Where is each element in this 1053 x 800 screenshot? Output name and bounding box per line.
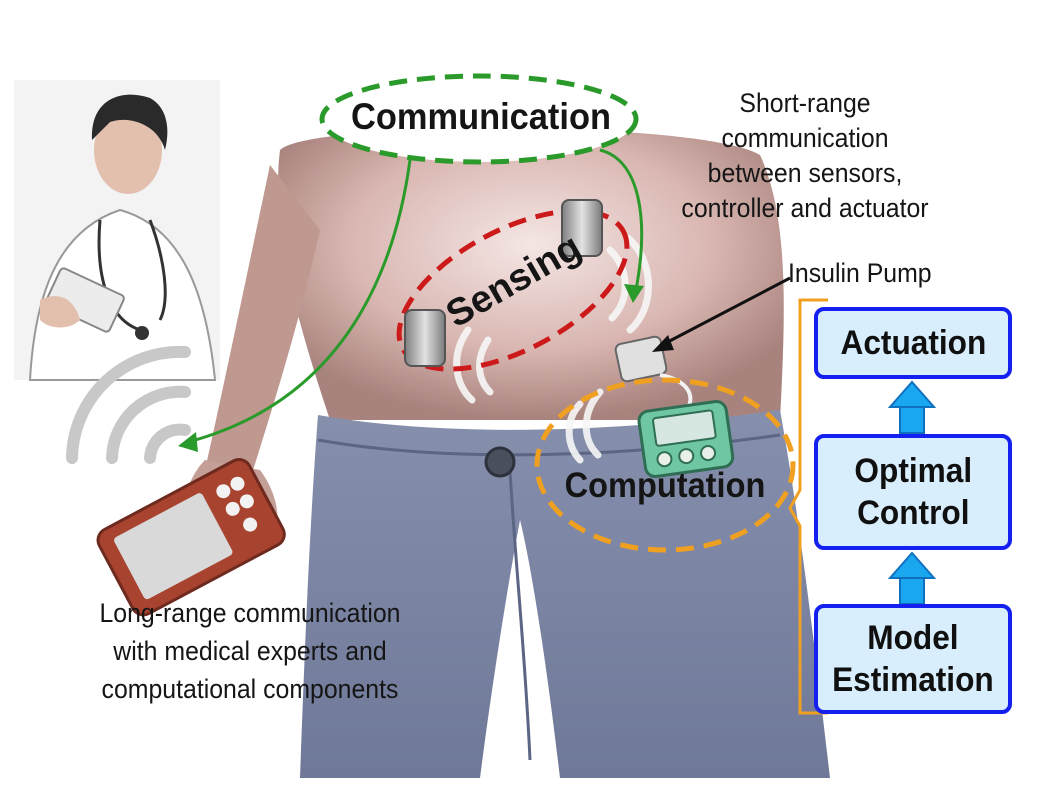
computation-region [534,377,796,553]
sensor-left [404,309,446,367]
short-range-line: Short-range [739,88,871,118]
long-range-line: Long-range communication [99,598,401,628]
model-estimation-block: Model Estimation [814,604,1012,714]
arrowhead-to-phone [178,432,198,452]
insulin-pump-label: Insulin Pump [788,258,932,288]
computation-label: Computation [564,466,766,505]
communication-label: Communication [351,96,611,137]
communication-arrows [187,148,644,444]
phone-device [96,458,286,617]
long-range-line: computational components [101,674,399,704]
controller-device [637,400,735,479]
fly-seam [508,469,532,761]
actuation-block: Actuation [814,307,1012,379]
left-arm [205,165,320,480]
short-range-line: communication [721,123,889,153]
insulin-pump-arrowhead [652,335,674,352]
short-range-caption: Short-range communication between sensor… [653,86,957,226]
short-range-line: controller and actuator [681,193,929,223]
long-range-caption: Long-range communication with medical ex… [57,594,443,708]
model-estimation-line: Model [867,619,959,657]
body-signal-waves [453,234,652,464]
arrowhead-to-body [624,284,644,303]
actuation-block-label: Actuation [840,324,986,362]
jeans [300,410,830,778]
doctor-illustration [14,80,220,381]
sensing-region [396,208,630,372]
long-range-line: with medical experts and [113,636,387,666]
optimal-control-line: Optimal [854,452,972,490]
wireless-signal-icon [66,345,191,464]
optimal-control-line: Control [856,494,970,532]
insulin-pump-patch [614,335,668,383]
flow-arrow-up-2 [887,551,937,605]
computation-bracket [788,298,828,715]
optimal-control-block: Optimal Control [814,434,1012,550]
jeans-button [484,446,516,478]
short-range-line: between sensors, [707,158,903,188]
insulin-pump-pointer [661,276,791,347]
flow-arrow-up-1 [887,380,937,434]
communication-region [319,73,639,165]
model-estimation-line: Estimation [832,661,994,699]
sensor-right [561,199,603,257]
